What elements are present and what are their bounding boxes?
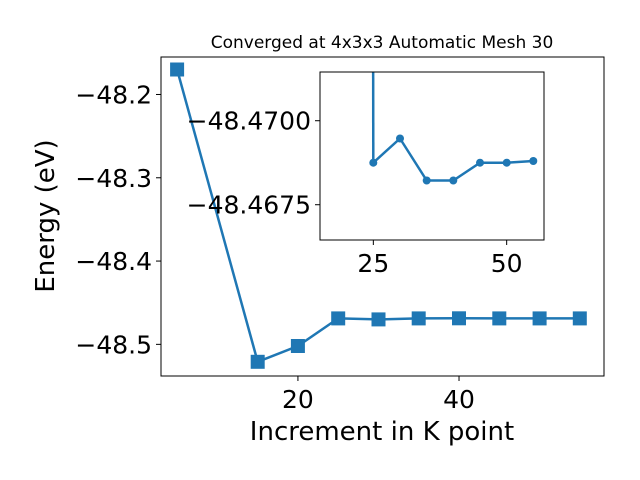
main-axes-frame: [160, 56, 605, 377]
main-series-line: [175, 69, 580, 364]
main-x-tick-label: 40: [443, 385, 475, 414]
inset-data-point-2: [422, 176, 431, 185]
inset-x-ticks: 25 50: [357, 240, 523, 278]
inset-data-point-5: [502, 158, 511, 167]
main-data-point-3: [331, 311, 346, 326]
main-data-point-0: [170, 62, 185, 77]
x-axis-label: Increment in K point: [250, 417, 514, 447]
inset-data-point-3: [449, 176, 458, 185]
y-axis-label: Energy (eV): [31, 139, 61, 292]
inset-x-tick-label: 50: [491, 249, 523, 278]
main-y-tick-label: −48.3: [75, 164, 152, 193]
main-data-point-6: [452, 311, 466, 326]
main-data-point-4: [371, 312, 386, 327]
main-y-tick-label: −48.4: [75, 247, 152, 276]
inset-axes-frame: [319, 71, 545, 241]
main-data-point-7: [492, 311, 507, 326]
inset-data-point-1: [396, 134, 404, 143]
inset-data-point-6: [529, 157, 538, 165]
main-plot-area: [170, 62, 587, 369]
main-y-tick-label: −48.2: [75, 80, 152, 109]
inset-x-tick-label: 25: [357, 249, 389, 278]
inset-y-ticks: −48.4700 −48.4675: [187, 107, 320, 220]
main-x-tick-label: 20: [282, 385, 314, 414]
main-y-ticks: −48.2 −48.3 −48.4 −48.5: [75, 80, 161, 359]
main-data-point-8: [532, 311, 547, 326]
inset-data-point-0: [369, 158, 378, 167]
main-data-point-5: [411, 311, 426, 326]
inset-y-tick-label: −48.4675: [187, 191, 311, 220]
main-data-point-1: [250, 354, 265, 369]
inset-plot-area: [369, 72, 538, 185]
main-data-point-2: [290, 339, 305, 353]
main-y-tick-label: −48.5: [75, 330, 152, 359]
main-data-point-9: [572, 311, 587, 326]
chart-title: Converged at 4x3x3 Automatic Mesh 30: [211, 33, 554, 53]
inset-data-point-4: [476, 158, 484, 167]
inset-y-tick-label: −48.4700: [187, 107, 311, 136]
inset-background: [320, 72, 544, 240]
